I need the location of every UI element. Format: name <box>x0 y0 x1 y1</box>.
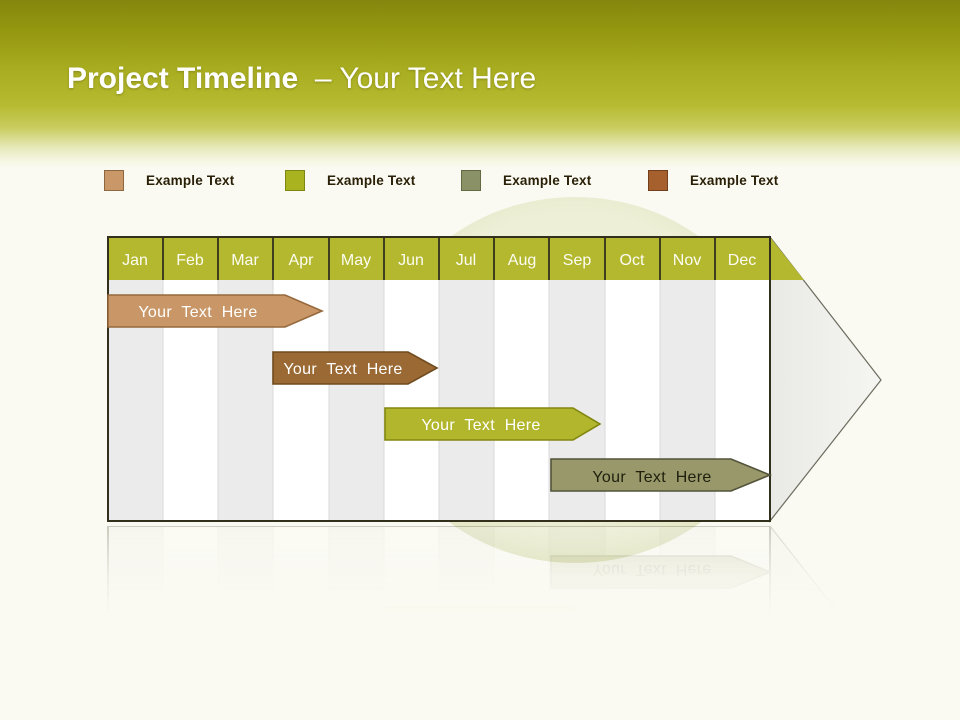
month-label: Jul <box>456 252 476 269</box>
header-gradient-band <box>0 0 960 168</box>
legend-label: Example Text <box>327 172 416 188</box>
legend-label: Example Text <box>690 172 779 188</box>
task-label-2: Your Text Here <box>283 361 402 378</box>
slide-title-rest: – Your Text Here <box>307 62 537 95</box>
month-labels: Jan Feb Mar Apr May Jun Jul Aug Sep Oct … <box>122 252 756 269</box>
column-may <box>329 280 384 521</box>
slide-title-rest-text: – Your Text Here <box>314 62 537 95</box>
task-label-1: Your Text Here <box>138 304 257 321</box>
month-label: Aug <box>508 252 536 269</box>
month-header-tip-extension <box>770 237 804 280</box>
task-arrow-4 <box>550 555 773 589</box>
column-may <box>329 526 384 638</box>
timeline-reflection: Jan Feb Mar Apr May Jun Jul Aug Sep Oct … <box>0 526 960 638</box>
month-label: May <box>341 252 371 269</box>
legend-swatch-tan <box>104 169 124 191</box>
column-sep <box>549 526 605 638</box>
column-nov <box>660 526 715 638</box>
legend-item: Example Text <box>285 169 415 191</box>
timeline-arrowhead <box>769 526 882 638</box>
legend-swatch-gray-olive <box>461 169 481 191</box>
task-arrow-3 <box>384 606 602 638</box>
month-label: Dec <box>728 252 756 269</box>
task-arrow-1 <box>107 294 325 328</box>
background-watermark-ellipse <box>375 526 775 638</box>
month-column-stripes <box>108 526 770 638</box>
task-arrows: Your Text Here Your Text Here Your Text … <box>384 555 773 638</box>
column-jul <box>439 526 494 638</box>
timeline-gantt-chart: Jan Feb Mar Apr May Jun Jul Aug Sep Oct … <box>107 197 882 563</box>
legend-label: Example Text <box>503 172 592 188</box>
column-aug <box>494 526 549 638</box>
legend-swatch-olive <box>285 169 305 191</box>
month-label: Jun <box>398 252 424 269</box>
legend-item: Example Text <box>461 169 591 191</box>
task-arrow-4 <box>550 458 773 492</box>
table-border <box>107 236 771 522</box>
legend-item: Example Text <box>648 169 778 191</box>
column-jan <box>108 526 163 638</box>
task-arrow-2 <box>272 351 439 385</box>
task-arrow-3 <box>384 407 602 441</box>
slide-title: Project Timeline – Your Text Here <box>67 62 536 96</box>
month-header-band: Jan Feb Mar Apr May Jun Jul Aug Sep Oct … <box>108 237 804 280</box>
month-label: Jan <box>122 252 148 269</box>
month-label: Nov <box>673 252 701 269</box>
column-mar <box>218 526 273 638</box>
column-jun <box>384 526 439 638</box>
column-jul <box>439 280 494 521</box>
month-label: Feb <box>176 252 204 269</box>
column-grid-lines <box>162 526 716 638</box>
slide-title-bold: Project Timeline <box>67 62 299 95</box>
task-label-4: Your Text Here <box>592 561 711 578</box>
month-label: Mar <box>231 252 259 269</box>
task-arrows: Your Text Here Your Text Here Your Text … <box>107 294 773 492</box>
column-feb <box>163 526 218 638</box>
month-label: Sep <box>563 252 592 269</box>
month-label: Apr <box>289 252 315 269</box>
task-label-4: Your Text Here <box>592 469 711 486</box>
timeline-gantt-chart: Jan Feb Mar Apr May Jun Jul Aug Sep Oct … <box>107 526 882 638</box>
legend-label: Example Text <box>146 172 235 188</box>
task-label-3: Your Text Here <box>421 613 540 630</box>
month-label: Oct <box>620 252 645 269</box>
month-header-separators <box>162 237 716 280</box>
column-oct <box>605 526 660 638</box>
legend-swatch-brown <box>648 169 668 191</box>
column-dec <box>715 526 770 638</box>
legend-item: Example Text <box>104 169 234 191</box>
column-aug <box>494 280 549 521</box>
column-apr <box>273 526 329 638</box>
task-label-3: Your Text Here <box>421 417 540 434</box>
column-jun <box>384 280 439 521</box>
